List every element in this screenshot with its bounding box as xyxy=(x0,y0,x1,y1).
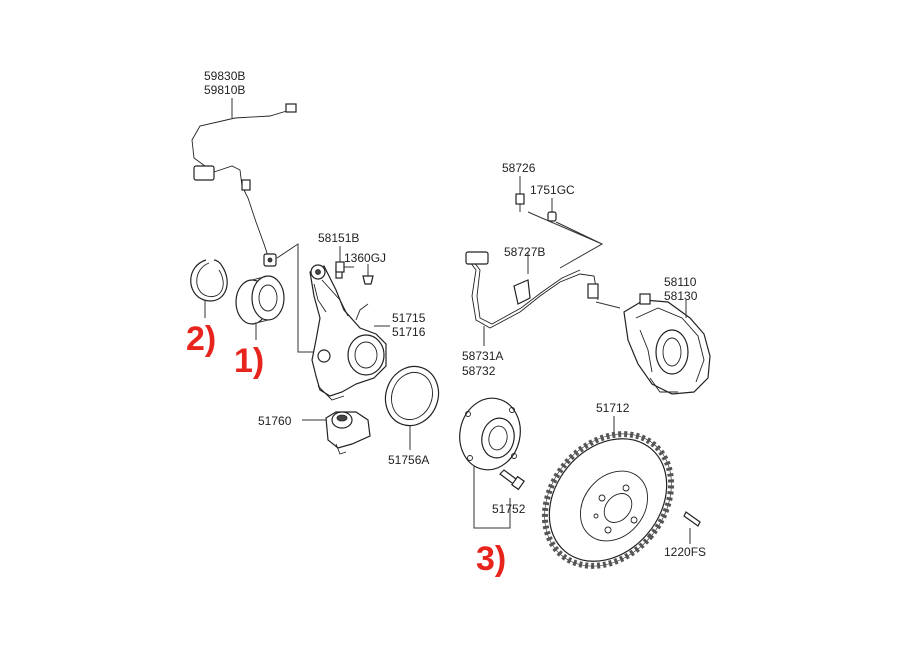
wheel-hub xyxy=(459,397,525,529)
label-1220FS: 1220FS xyxy=(664,545,706,559)
label-59830B: 59830B xyxy=(204,69,245,83)
label-1360GJ: 1360GJ xyxy=(344,251,386,265)
brake-hose xyxy=(465,251,621,346)
bolt-1360GJ xyxy=(362,264,374,285)
steering-knuckle xyxy=(309,264,390,401)
wheel-bearing xyxy=(235,275,285,340)
label-51715: 51715 xyxy=(392,311,426,325)
screw-1220FS xyxy=(683,511,701,544)
brake-caliper xyxy=(623,293,711,395)
label-51716: 51716 xyxy=(392,325,426,339)
label-58726: 58726 xyxy=(502,161,536,175)
marker-bearing: 1) xyxy=(234,342,264,380)
snap-ring xyxy=(190,259,228,318)
sensor-leader xyxy=(276,243,318,353)
wheel-speed-sensor xyxy=(191,98,297,267)
label-58151B: 58151B xyxy=(318,231,359,245)
oil-seal xyxy=(384,365,440,450)
bolt-58726 xyxy=(515,176,525,212)
label-51752: 51752 xyxy=(492,502,526,516)
label-58130: 58130 xyxy=(664,289,698,303)
label-59810B: 59810B xyxy=(204,83,245,97)
label-51756A: 51756A xyxy=(388,453,429,467)
bolt-58151B xyxy=(335,246,354,273)
marker-hub: 3) xyxy=(476,540,506,578)
dust-cover xyxy=(302,411,371,455)
label-51712: 51712 xyxy=(596,401,630,415)
label-58732: 58732 xyxy=(462,364,496,378)
bolt-1751GC xyxy=(547,198,557,222)
label-58727B: 58727B xyxy=(504,245,545,259)
label-58731A: 58731A xyxy=(462,349,503,363)
hose-bolt-leader xyxy=(527,211,604,269)
label-51760: 51760 xyxy=(258,414,292,428)
marker-snap-ring: 2) xyxy=(186,320,216,358)
label-58110: 58110 xyxy=(664,275,697,289)
label-1751GC: 1751GC xyxy=(530,183,575,197)
brake-disc xyxy=(541,416,675,569)
